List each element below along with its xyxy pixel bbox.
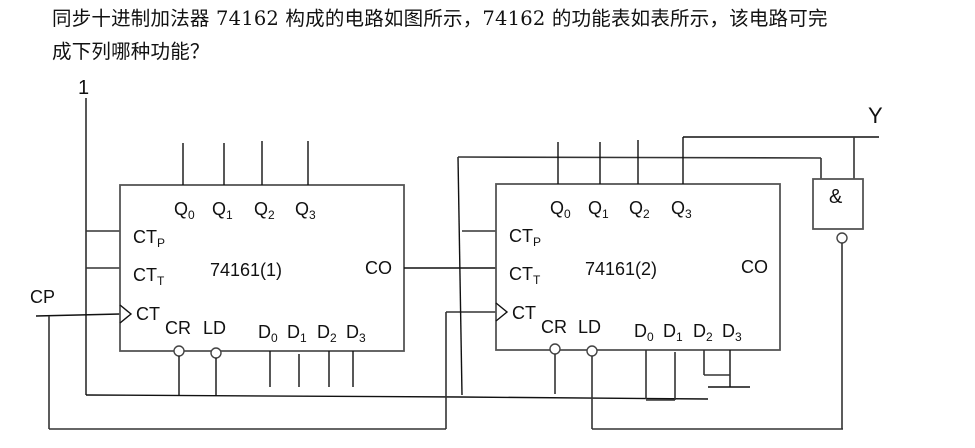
gate-output-bubble-icon: [836, 232, 848, 244]
nand-gate: &: [812, 178, 864, 429]
chip1-co-label: CO: [365, 258, 392, 278]
chip1-name: 74161(1): [210, 260, 282, 280]
chip2-name: 74161(2): [585, 259, 657, 279]
chip2-co-label: CO: [741, 257, 768, 277]
chip2-d3-label: D3: [722, 321, 742, 344]
chip2-q0-label: Q0: [550, 198, 571, 221]
chip1-cr-label: CR: [165, 318, 191, 338]
chip1-ctp-label: CTP: [133, 227, 165, 250]
gate-input-wires: [457, 136, 879, 396]
chip2-cr-label: CR: [541, 317, 567, 337]
gate-symbol: &: [829, 186, 843, 208]
chip1-ld-bubble-icon: [210, 347, 222, 359]
chip2-cr-bubble-icon: [549, 343, 561, 355]
clock-wires: [35, 311, 496, 430]
chip2-ld-bubble-icon: [586, 345, 598, 357]
counter-chip-1: Q0 Q1 Q2 Q3 CTP CTT CT 74161(1) CO CR LD…: [119, 141, 405, 396]
chip2-q2-label: Q2: [629, 198, 650, 221]
chip1-ld-label: LD: [203, 318, 226, 338]
question-line-1: 同步十进制加法器 74162 构成的电路如图所示，74162 的功能表如表所示，…: [52, 7, 828, 30]
chip2-ctp-label: CTP: [509, 226, 541, 249]
supply-label: 1: [78, 77, 89, 99]
output-label: Y: [868, 103, 883, 128]
chip1-d0-label: D0: [258, 322, 278, 345]
chip2-clock-triangle-icon: [495, 302, 509, 322]
chip1-q2-label: Q2: [254, 199, 275, 222]
supply-wires: [85, 98, 709, 400]
clock-label: CP: [30, 287, 55, 307]
question-line-2: 成下列哪种功能？: [52, 40, 210, 63]
chip1-q3-label: Q3: [295, 199, 316, 222]
chip2-ld-label: LD: [578, 317, 601, 337]
chip2-q1-label: Q1: [588, 198, 609, 221]
chip1-d3-label: D3: [346, 322, 366, 345]
chip2-d2-label: D2: [693, 321, 713, 344]
chip2-d0-label: D0: [634, 321, 654, 344]
chip2-q3-label: Q3: [671, 198, 692, 221]
question-text: 同步十进制加法器 74162 构成的电路如图所示，74162 的功能表如表所示，…: [52, 2, 952, 68]
chip1-q0-label: Q0: [174, 199, 195, 222]
chip1-d1-label: D1: [287, 322, 307, 345]
chip1-q1-label: Q1: [212, 199, 233, 222]
chip1-cr-bubble-icon: [173, 345, 185, 357]
chip1-d2-label: D2: [317, 322, 337, 345]
chip1-clk-label: CT: [136, 304, 160, 324]
chip2-ctt-label: CTT: [509, 264, 541, 287]
chip1-clock-triangle-icon: [119, 304, 133, 324]
chip1-ctt-label: CTT: [133, 265, 165, 288]
counter-chip-2: Q0 Q1 Q2 Q3 CTP CTT CT 74161(2) CO CR LD…: [495, 137, 843, 430]
chip2-d1-label: D1: [663, 321, 683, 344]
chip2-clk-label: CT: [512, 303, 536, 323]
